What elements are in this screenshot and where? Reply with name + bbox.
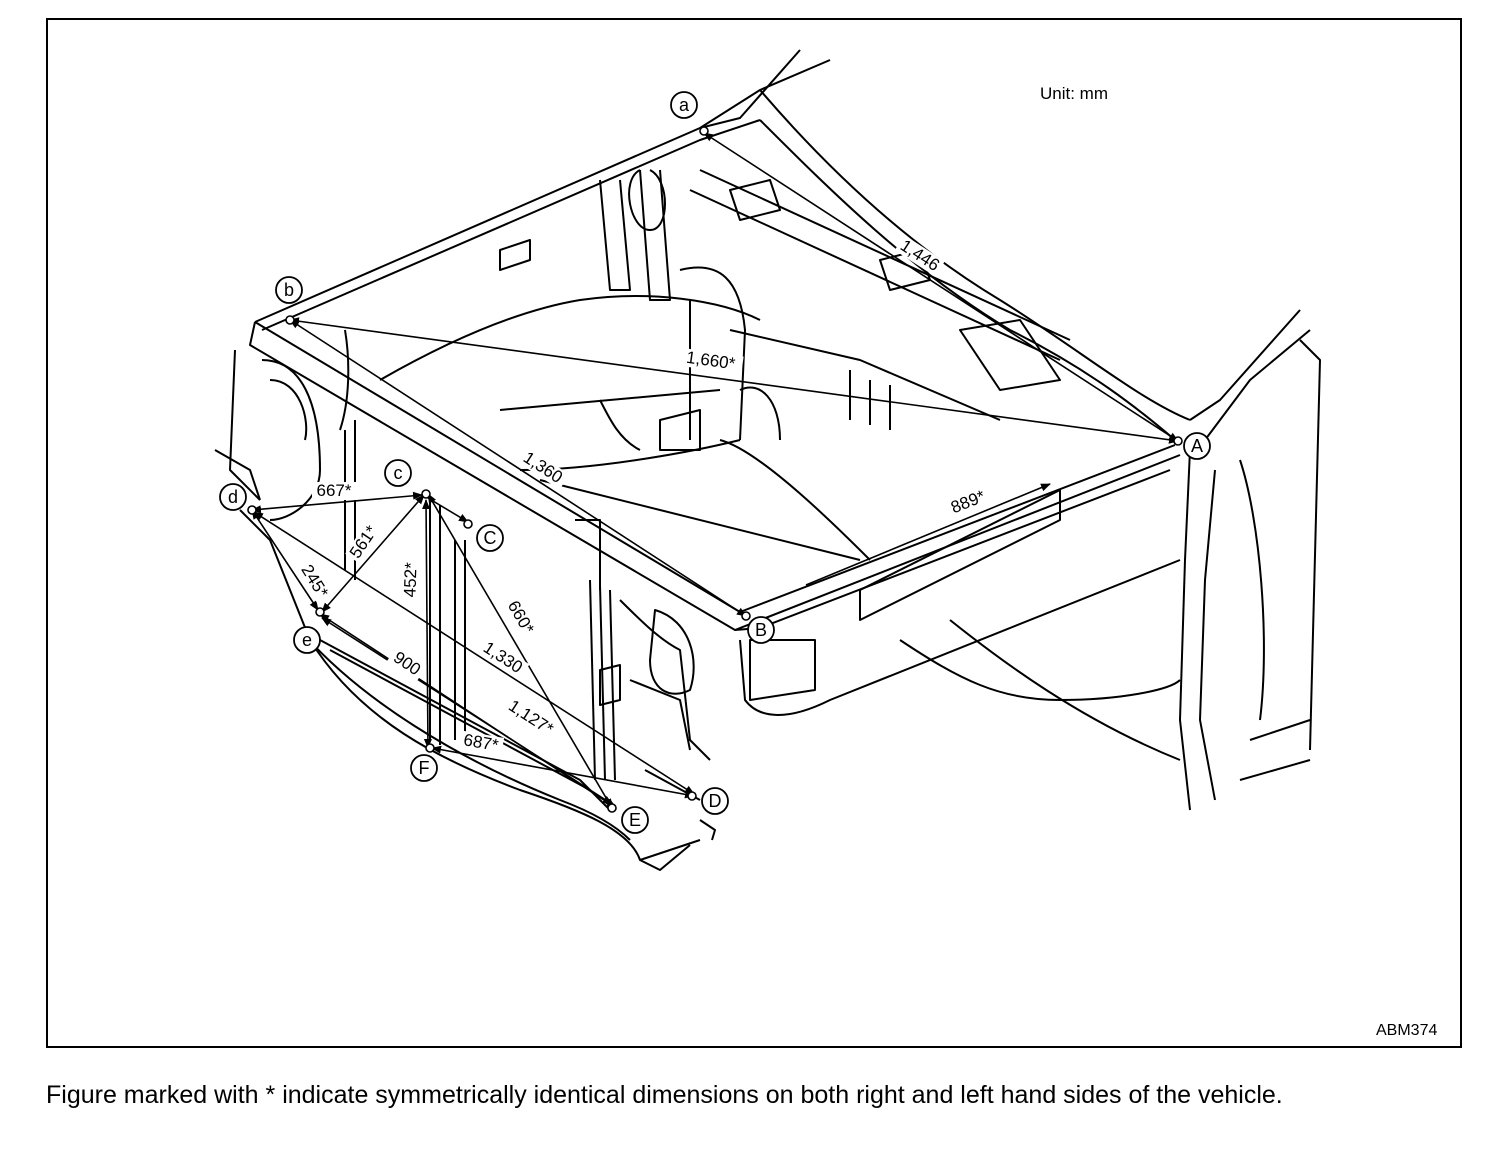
dimension-lines [251,132,1179,809]
point-label-A: A [1183,432,1211,460]
svg-text:a: a [679,95,690,115]
point-labels: a b c d e A B C D E F [219,91,1211,834]
vehicle-body-outline [214,49,1321,871]
svg-text:e: e [302,630,312,650]
dimension-line-e-E-1127 [321,617,613,805]
svg-text:B: B [755,620,767,640]
figure-caption: Figure marked with * indicate symmetrica… [46,1081,1283,1109]
unit-label: Unit: mm [1040,84,1108,103]
point-label-a: a [670,91,698,119]
point-label-C: C [476,524,504,552]
point-label-E: E [621,806,649,834]
diagram-frame [46,18,1462,1048]
svg-text:d: d [228,487,238,507]
point-label-e: e [293,626,321,654]
point-label-d: d [219,483,247,511]
svg-text:b: b [284,280,294,300]
svg-text:C: C [484,528,497,548]
figure-code: ABM374 [1376,1022,1438,1039]
dimension-value-1446: 1,446 [897,236,943,275]
svg-text:c: c [394,463,403,483]
dimension-line-B-A-889 [805,483,1051,586]
svg-text:D: D [709,791,722,811]
point-label-b: b [275,276,303,304]
dimension-line-d-D-1330 [253,511,695,795]
point-label-D: D [701,787,729,815]
svg-text:F: F [419,758,430,778]
dimension-value-452: 452* [400,562,420,598]
point-label-F: F [410,754,438,782]
measurement-holes [247,126,1183,813]
point-label-c: c [384,459,412,487]
dimension-value-1660: 1,660* [685,348,737,374]
point-label-B: B [747,616,775,644]
dimension-line-d-e-245 [251,509,319,611]
dimension-line-c-C [427,497,469,523]
dimension-value-667: 667* [317,481,352,500]
svg-text:A: A [1191,436,1203,456]
dimension-line-F-D-687 [431,745,695,799]
dimension-line-b-B-1360 [289,319,747,617]
svg-text:E: E [629,810,641,830]
